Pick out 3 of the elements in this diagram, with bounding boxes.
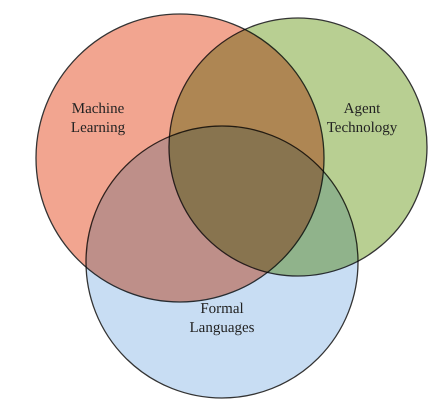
set-label: Machine Learning xyxy=(70,100,126,138)
set-label: Agent Technology xyxy=(326,100,398,138)
set-label: Formal Languages xyxy=(188,300,256,338)
